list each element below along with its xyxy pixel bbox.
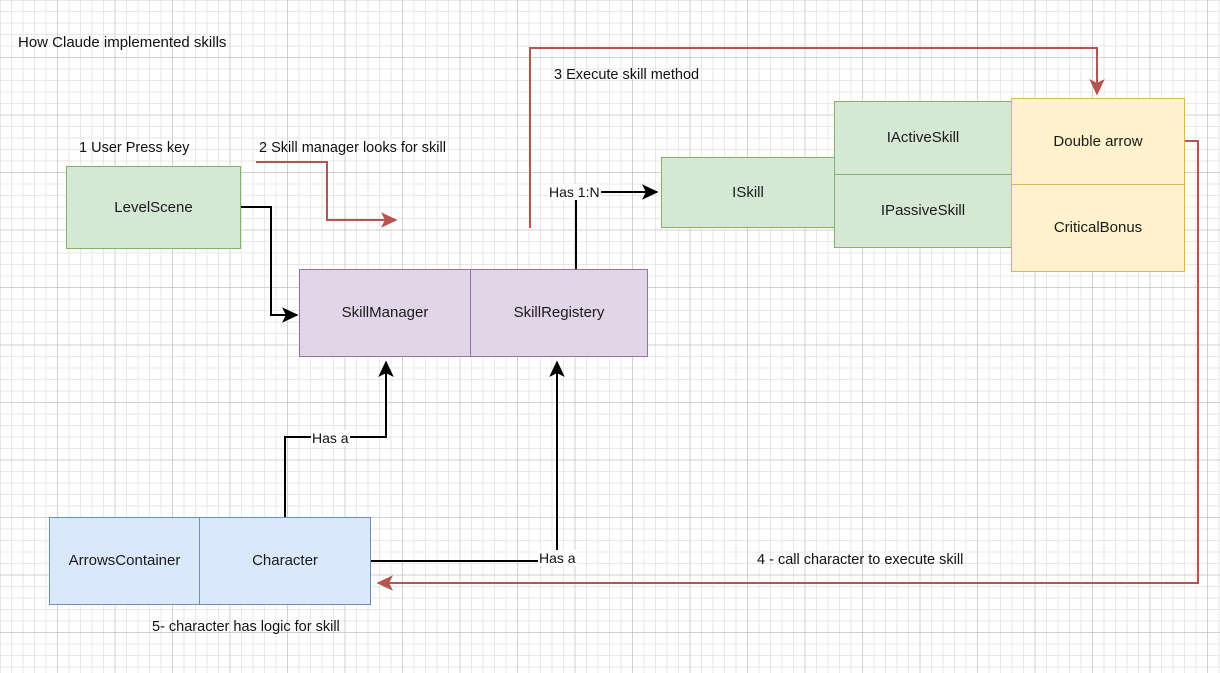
edge-has-a-skillregistery: [370, 360, 565, 562]
node-double-arrow[interactable]: Double arrow: [1011, 98, 1185, 185]
node-label: ArrowsContainer: [68, 552, 181, 570]
node-level-scene[interactable]: LevelScene: [66, 166, 241, 249]
label-has-a-manager: Has a: [311, 430, 350, 446]
label-has-1n: Has 1:N: [548, 184, 601, 200]
label-step-4: 4 - call character to execute skill: [757, 552, 964, 568]
label-has-a-registery: Has a: [538, 550, 577, 566]
label-step-5: 5- character has logic for skill: [152, 619, 340, 635]
node-ipassive-skill[interactable]: IPassiveSkill: [834, 174, 1012, 248]
node-label: IPassiveSkill: [880, 202, 966, 220]
node-iactive-skill[interactable]: IActiveSkill: [834, 101, 1012, 175]
node-label: IActiveSkill: [886, 129, 960, 147]
edge-step2-red: [256, 161, 398, 228]
diagram-title: How Claude implemented skills: [18, 34, 227, 51]
node-label: SkillRegistery: [513, 304, 605, 322]
edge-levelscene-to-skillmanager: [241, 206, 299, 323]
label-step-2: 2 Skill manager looks for skill: [259, 140, 446, 156]
node-label: SkillManager: [341, 304, 429, 322]
node-skill-registery[interactable]: SkillRegistery: [470, 269, 648, 357]
node-label: LevelScene: [114, 198, 193, 216]
node-label: Character: [252, 552, 318, 570]
label-step-3: 3 Execute skill method: [554, 67, 700, 83]
node-label: ISkill: [732, 183, 764, 201]
node-iskill[interactable]: ISkill: [661, 157, 835, 228]
node-arrows-container[interactable]: ArrowsContainer: [49, 517, 200, 605]
node-label: CriticalBonus: [1053, 219, 1143, 237]
node-label: Double arrow: [1053, 132, 1143, 150]
node-skill-manager[interactable]: SkillManager: [299, 269, 471, 357]
label-step-1: 1 User Press key: [79, 140, 190, 156]
node-character[interactable]: Character: [199, 517, 371, 605]
node-critical-bonus[interactable]: CriticalBonus: [1011, 184, 1185, 272]
edge-has-1n: [575, 184, 659, 272]
